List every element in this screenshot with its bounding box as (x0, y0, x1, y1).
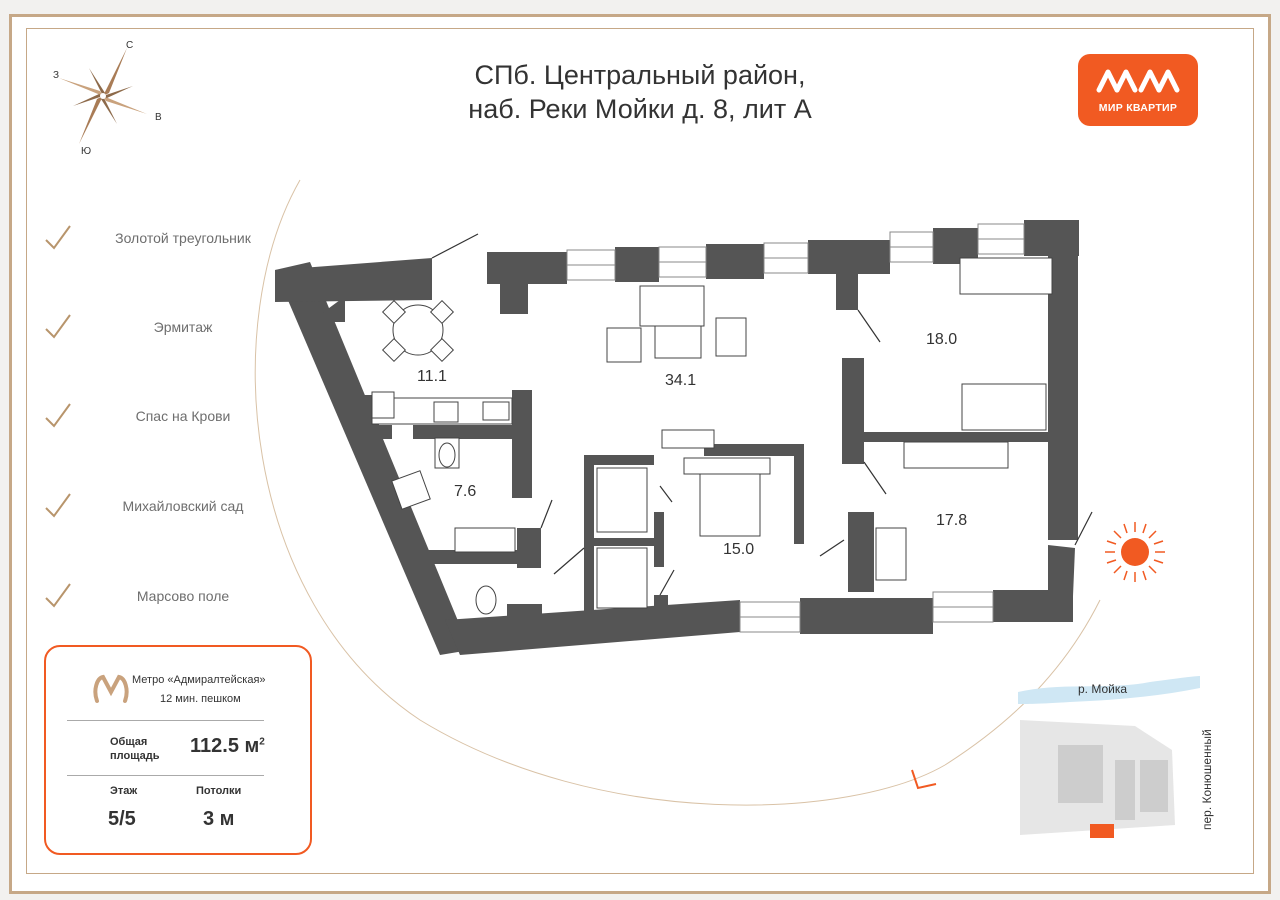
landmark-item: Золотой треугольник (115, 230, 251, 246)
sun-path-arc (254, 179, 946, 806)
room-area-label: 18.0 (926, 331, 958, 348)
room-area-label: 17.8 (936, 512, 968, 529)
compass-west-label: З (53, 70, 60, 81)
river-mojka (1018, 676, 1200, 704)
walls (275, 220, 1079, 655)
check-icon (45, 225, 71, 250)
landmark-item: Эрмитаж (153, 319, 213, 335)
total-area-value: 112.5 м2 (190, 735, 265, 758)
info-card: Метро «Адмиралтейская» 12 мин. пешком Об… (44, 645, 312, 855)
doors (431, 233, 1093, 596)
sun-path-arrow-icon (911, 769, 937, 790)
page-title: СПб. Центральный район, наб. Реки Мойки … (420, 58, 860, 126)
ceiling-label: Потолки (196, 785, 242, 797)
divider (67, 720, 264, 721)
total-area-label: Общая площадь (110, 735, 159, 763)
total-area-label-line1: Общая (110, 736, 148, 748)
ceiling-value: 3 м (203, 808, 235, 830)
compass-south-label: Ю (81, 146, 92, 157)
check-icon (45, 314, 71, 339)
total-area-label-line2: площадь (110, 750, 160, 762)
title-line-1: СПб. Центральный район, (474, 60, 806, 90)
lane-label: пер. Конюшенный (1200, 729, 1214, 830)
building-marker (1090, 824, 1114, 838)
brand-name: МИР КВАРТИР (1098, 102, 1178, 114)
river-label: р. Мойка (1078, 682, 1128, 696)
metro-station-name: Метро «Адмиралтейская» (132, 674, 266, 686)
location-map (1018, 676, 1200, 838)
room-area-label: 15.0 (723, 541, 755, 558)
floor-label: Этаж (110, 785, 138, 797)
compass-east-label: В (155, 112, 162, 123)
mir-kvartir-logo-icon (1096, 69, 1180, 93)
compass-rose-icon (59, 48, 147, 144)
floor-value: 5/5 (108, 808, 136, 830)
landmark-item: Спас на Крови (135, 408, 231, 424)
total-area-number: 112.5 м (190, 735, 260, 757)
check-icon (45, 403, 71, 428)
furniture (371, 257, 1053, 615)
compass: С З В Ю (48, 38, 178, 168)
total-area-unit-sup: 2 (259, 736, 265, 748)
check-icon (45, 493, 71, 518)
room-area-label: 34.1 (665, 372, 697, 389)
metro-logo-icon (93, 674, 129, 703)
brand-logo: МИР КВАРТИР (1078, 54, 1198, 126)
check-icon (45, 583, 71, 608)
compass-north-label: С (126, 40, 134, 51)
room-area-label: 11.1 (417, 368, 447, 385)
windows (566, 223, 1025, 633)
landmark-item: Михайловский сад (122, 498, 244, 514)
inner-frame (26, 28, 1254, 874)
sun-icon (1105, 522, 1165, 582)
metro-walk-time: 12 мин. пешком (160, 693, 241, 705)
title-line-2: наб. Реки Мойки д. 8, лит А (468, 94, 812, 124)
divider (67, 775, 264, 776)
room-area-label: 7.6 (454, 483, 477, 500)
landmark-item: Марсово поле (136, 588, 230, 604)
